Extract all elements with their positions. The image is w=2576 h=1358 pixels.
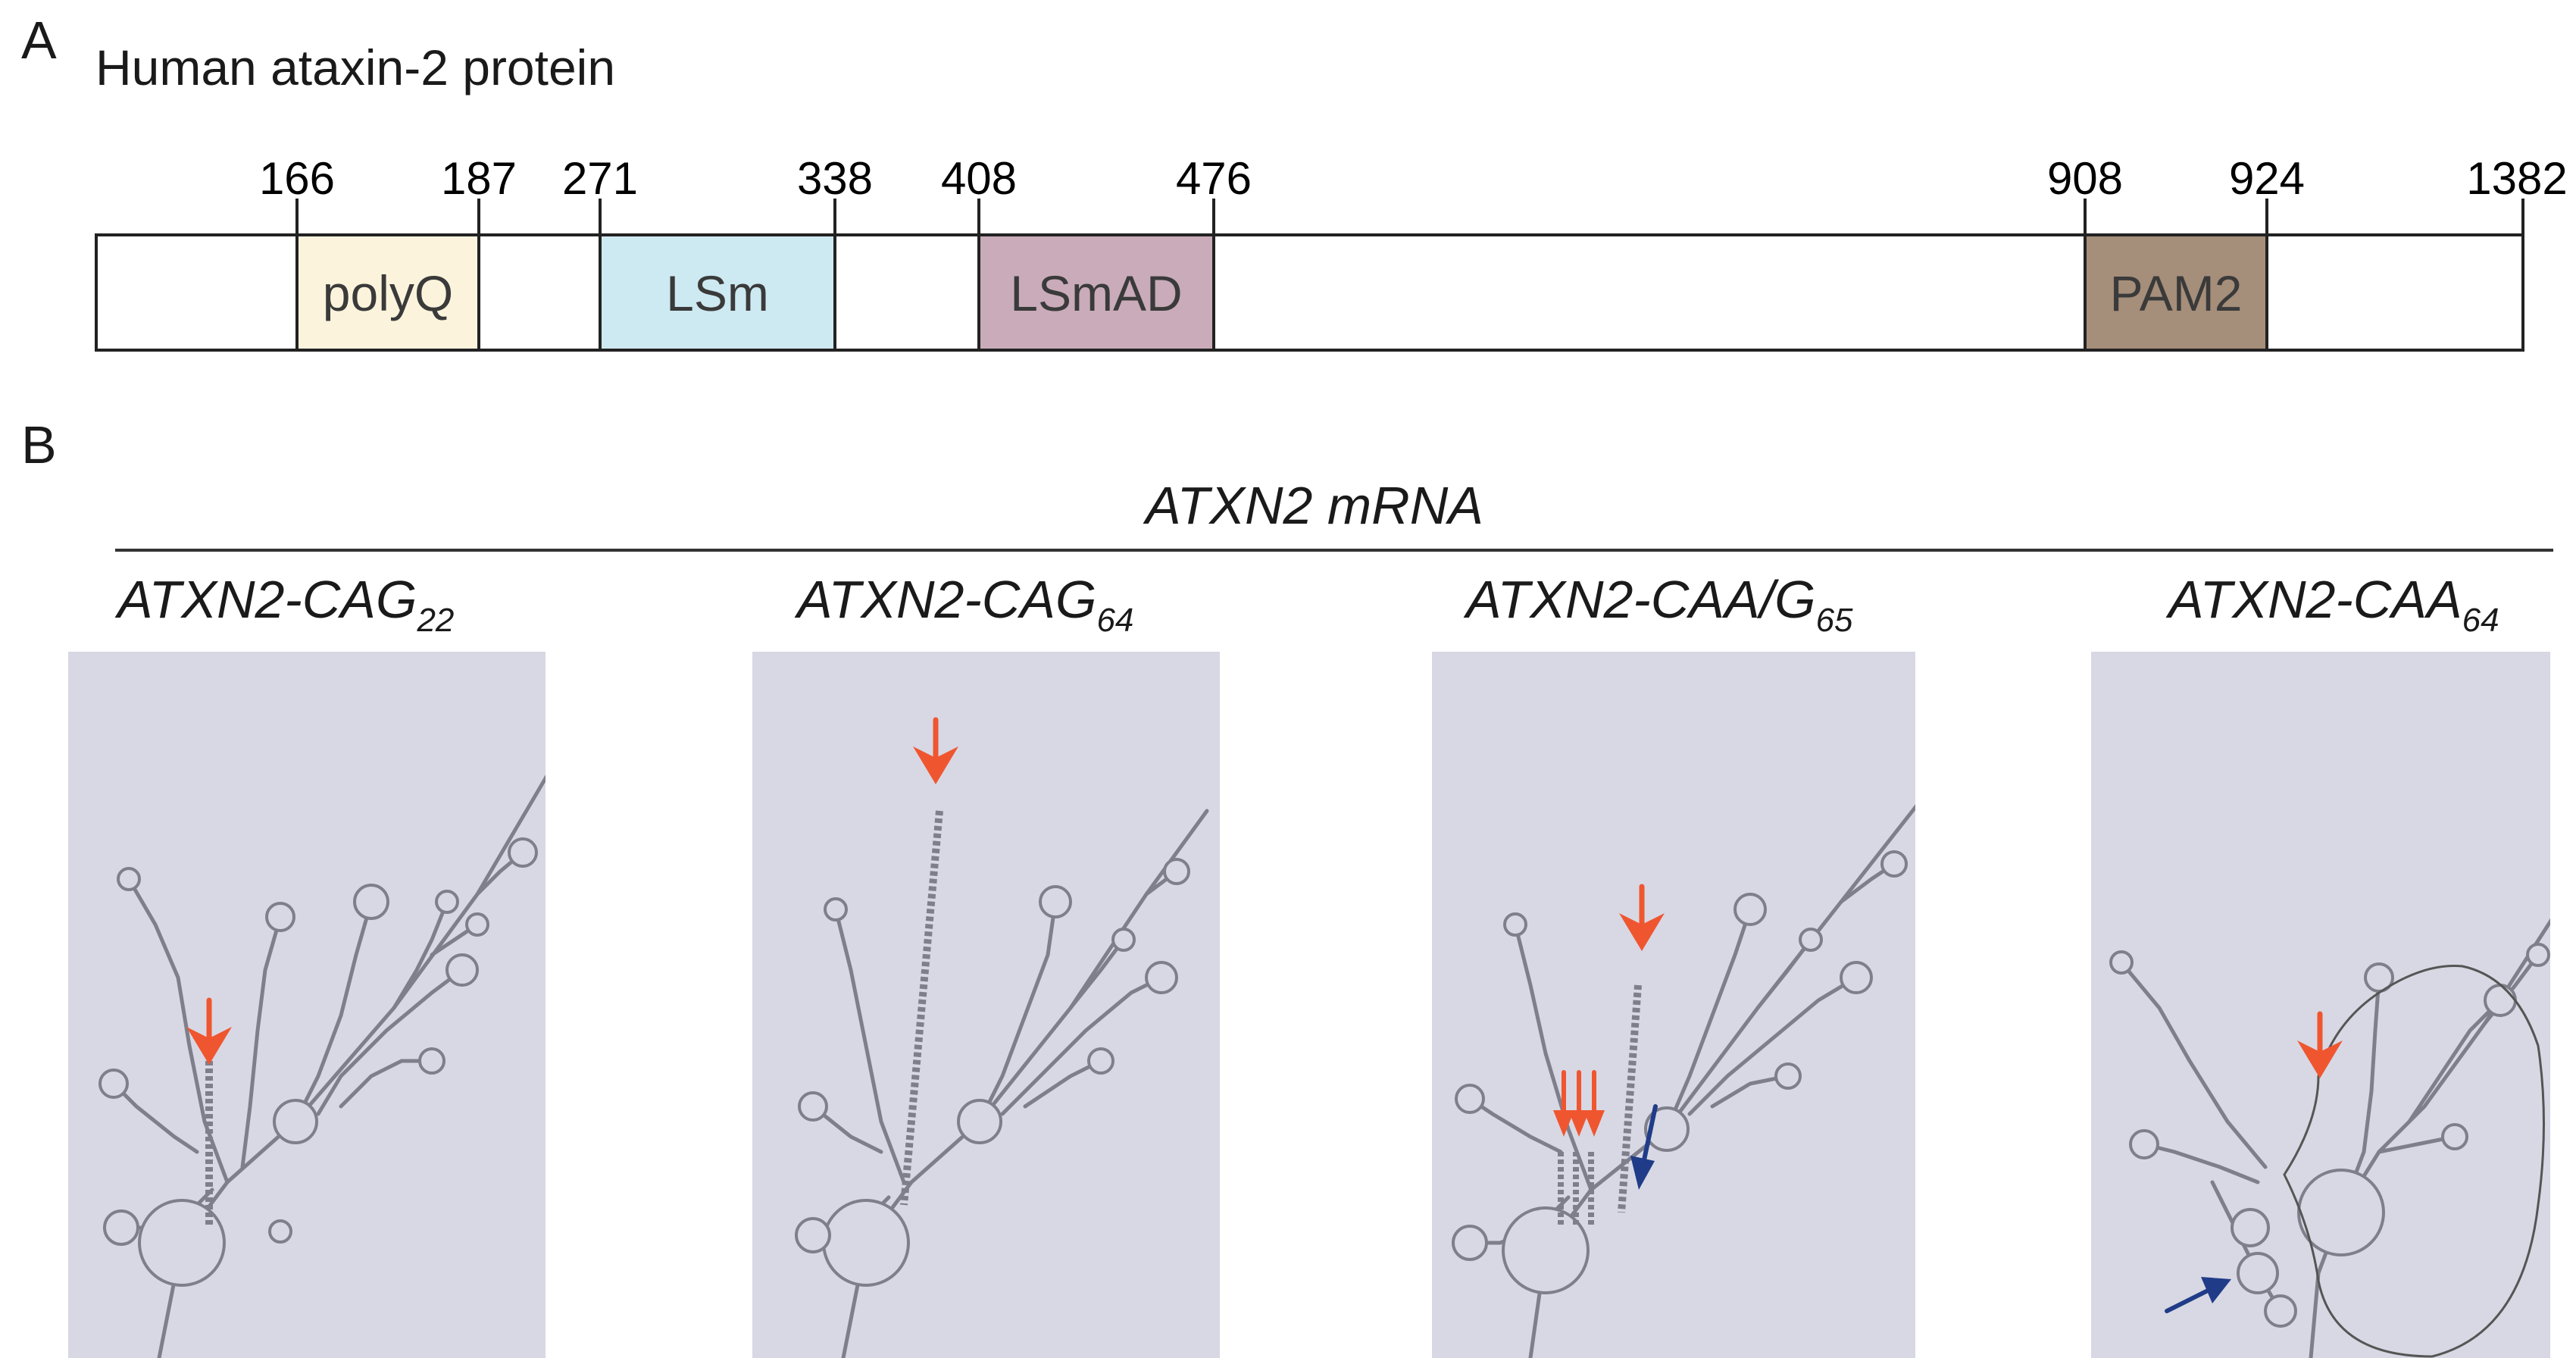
panel-title-cag64: ATXN2-CAG64	[797, 570, 1134, 639]
position-label: 166	[259, 153, 335, 204]
domain-lsm	[599, 233, 836, 352]
domain-label-polyq: polyQ	[323, 265, 453, 321]
domain-label-pam2: PAM2	[2110, 265, 2243, 321]
panel-label-b: B	[21, 415, 57, 474]
position-label: 338	[797, 153, 873, 204]
position-label: 1382	[2466, 153, 2567, 204]
rna-structure-cag64	[752, 652, 1220, 1358]
protein-title: Human ataxin-2 protein	[95, 39, 616, 95]
panel-label-a: A	[21, 11, 57, 70]
blue-arrow	[2165, 1277, 2231, 1313]
panel-title-cag22: ATXN2-CAG22	[117, 570, 455, 639]
red-arrow	[2297, 1011, 2343, 1078]
domain-polyq	[295, 233, 480, 352]
domain-label-lsm: LSm	[666, 265, 769, 321]
mrna-title: ATXN2 mRNA	[1146, 476, 1483, 535]
mrna-divider	[115, 549, 2553, 552]
position-label: 408	[941, 153, 1017, 204]
red-arrow-group	[1553, 1070, 1605, 1137]
position-label: 271	[562, 153, 638, 204]
protein-domain-map: polyQ LSm LSmAD PAM2 166 187 271 338 408 476 908 9…	[95, 153, 2568, 352]
domain-label-lsmad: LSmAD	[1010, 265, 1182, 321]
position-label: 924	[2229, 153, 2305, 204]
panel-title-caag65: ATXN2-CAA/G65	[1466, 570, 1853, 639]
red-arrow	[186, 997, 232, 1065]
rna-structure-caa64	[2091, 652, 2550, 1358]
cag-hairpin	[900, 810, 943, 1206]
position-label: 187	[441, 153, 517, 204]
panel-title-caa64: ATXN2-CAA64	[2168, 570, 2499, 639]
rna-structure-cag22	[68, 652, 546, 1358]
position-label: 476	[1176, 153, 1252, 204]
blue-arrow	[1630, 1104, 1658, 1190]
domain-lsmad	[977, 233, 1215, 352]
highlight-circle	[2283, 964, 2545, 1358]
rna-structure-caag65	[1432, 652, 1915, 1358]
red-arrow	[1619, 884, 1665, 951]
caag-hairpin	[1618, 984, 1642, 1213]
red-arrow	[913, 717, 958, 784]
position-label: 908	[2047, 153, 2123, 204]
domain-pam2	[2084, 233, 2268, 352]
